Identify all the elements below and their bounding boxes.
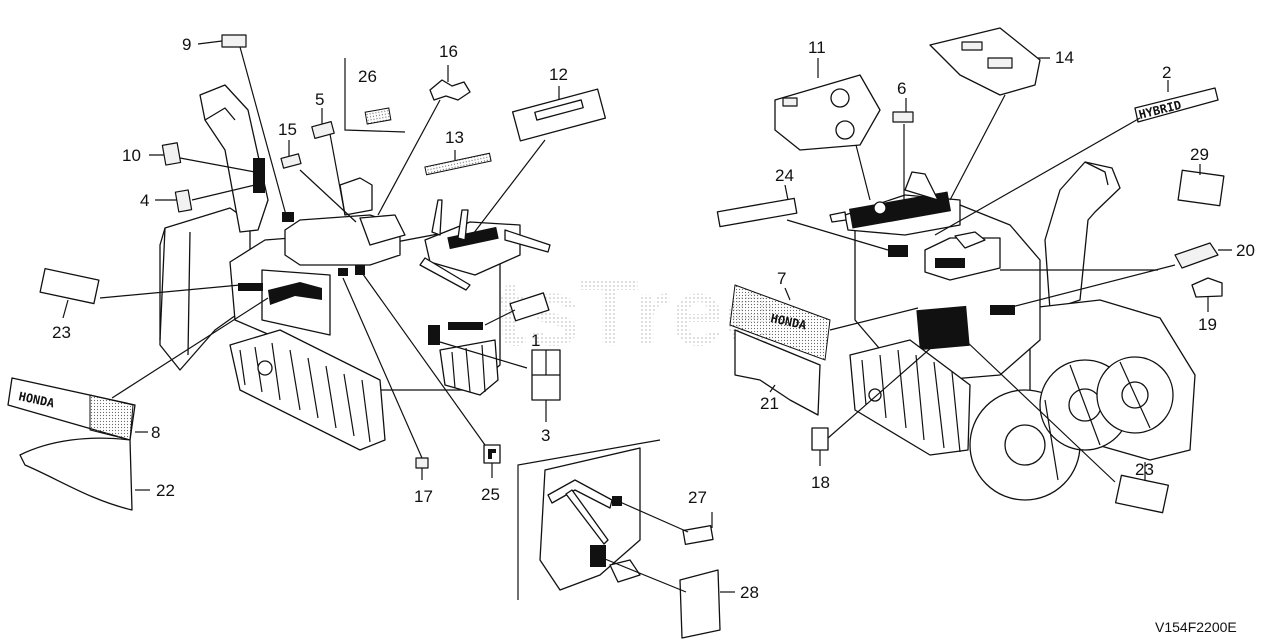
callout-7: 7 <box>777 269 786 288</box>
decal-15 <box>280 153 302 169</box>
decal-5 <box>311 121 335 139</box>
callout-10: 10 <box>122 146 141 165</box>
decal-24 <box>716 197 798 228</box>
decal-13 <box>424 152 492 176</box>
decal-7-honda <box>729 284 831 361</box>
callout-15: 15 <box>278 120 297 139</box>
decal-14 <box>929 27 1041 96</box>
diagram-code: V154F2200E <box>1155 619 1237 635</box>
callout-12: 12 <box>549 65 568 84</box>
decal-26 <box>364 107 392 125</box>
decal-4 <box>174 189 193 213</box>
decal-23-right <box>1114 474 1170 514</box>
decal-22 <box>19 437 133 511</box>
decal-27 <box>682 525 714 545</box>
callout-5: 5 <box>315 90 324 109</box>
decal-16 <box>429 79 471 101</box>
left-callouts: 9 16 26 5 12 15 13 10 4 23 8 22 17 25 1 … <box>52 35 568 506</box>
decal-1-strip <box>509 292 550 322</box>
callout-23-left: 23 <box>52 323 71 342</box>
decal-11 <box>774 74 881 151</box>
decal-6 <box>892 111 914 123</box>
decal-10 <box>161 142 182 166</box>
callout-19: 19 <box>1198 315 1217 334</box>
callout-22: 22 <box>156 481 175 500</box>
callout-20: 20 <box>1236 241 1255 260</box>
callout-14: 14 <box>1055 48 1074 67</box>
callout-24: 24 <box>775 166 794 185</box>
right-snowblower <box>829 161 1196 501</box>
left-snowblower <box>159 84 551 451</box>
decal-20 <box>1174 242 1219 269</box>
decal-19 <box>1191 277 1223 298</box>
callout-11: 11 <box>808 38 826 57</box>
callout-18: 18 <box>811 473 830 492</box>
callout-21: 21 <box>760 394 779 413</box>
decal-28 <box>679 569 721 639</box>
callout-4: 4 <box>140 191 149 210</box>
callout-26: 26 <box>358 67 377 86</box>
right-decal-parts: HYBRID HONDA <box>716 27 1225 514</box>
callout-13: 13 <box>445 128 464 147</box>
callout-3: 3 <box>541 426 550 445</box>
decal-9 <box>221 34 247 48</box>
decal-21 <box>734 329 821 416</box>
right-leader-lines <box>769 57 1232 483</box>
left-leader-lines <box>62 40 560 491</box>
callout-17: 17 <box>414 487 433 506</box>
callout-6: 6 <box>897 79 906 98</box>
decal-29 <box>1177 169 1225 207</box>
callout-16: 16 <box>439 42 458 61</box>
callout-28: 28 <box>740 583 759 602</box>
callout-25: 25 <box>481 485 500 504</box>
callout-29: 29 <box>1190 145 1209 164</box>
decal-17 <box>415 457 429 469</box>
callout-2: 2 <box>1162 63 1171 82</box>
left-decal-parts: HONDA <box>7 34 607 511</box>
decal-2-hybrid <box>1134 87 1219 123</box>
callout-27: 27 <box>688 488 707 507</box>
inset-detail: 27 28 <box>517 439 759 639</box>
decal-18 <box>811 427 829 451</box>
callout-9: 9 <box>182 35 191 54</box>
decal-23-left <box>39 267 100 305</box>
callout-8: 8 <box>151 423 160 442</box>
callout-1: 1 <box>531 331 540 350</box>
callout-23-right: 23 <box>1135 460 1154 479</box>
right-callouts: 11 6 14 2 29 24 7 20 19 21 18 23 <box>760 38 1255 492</box>
